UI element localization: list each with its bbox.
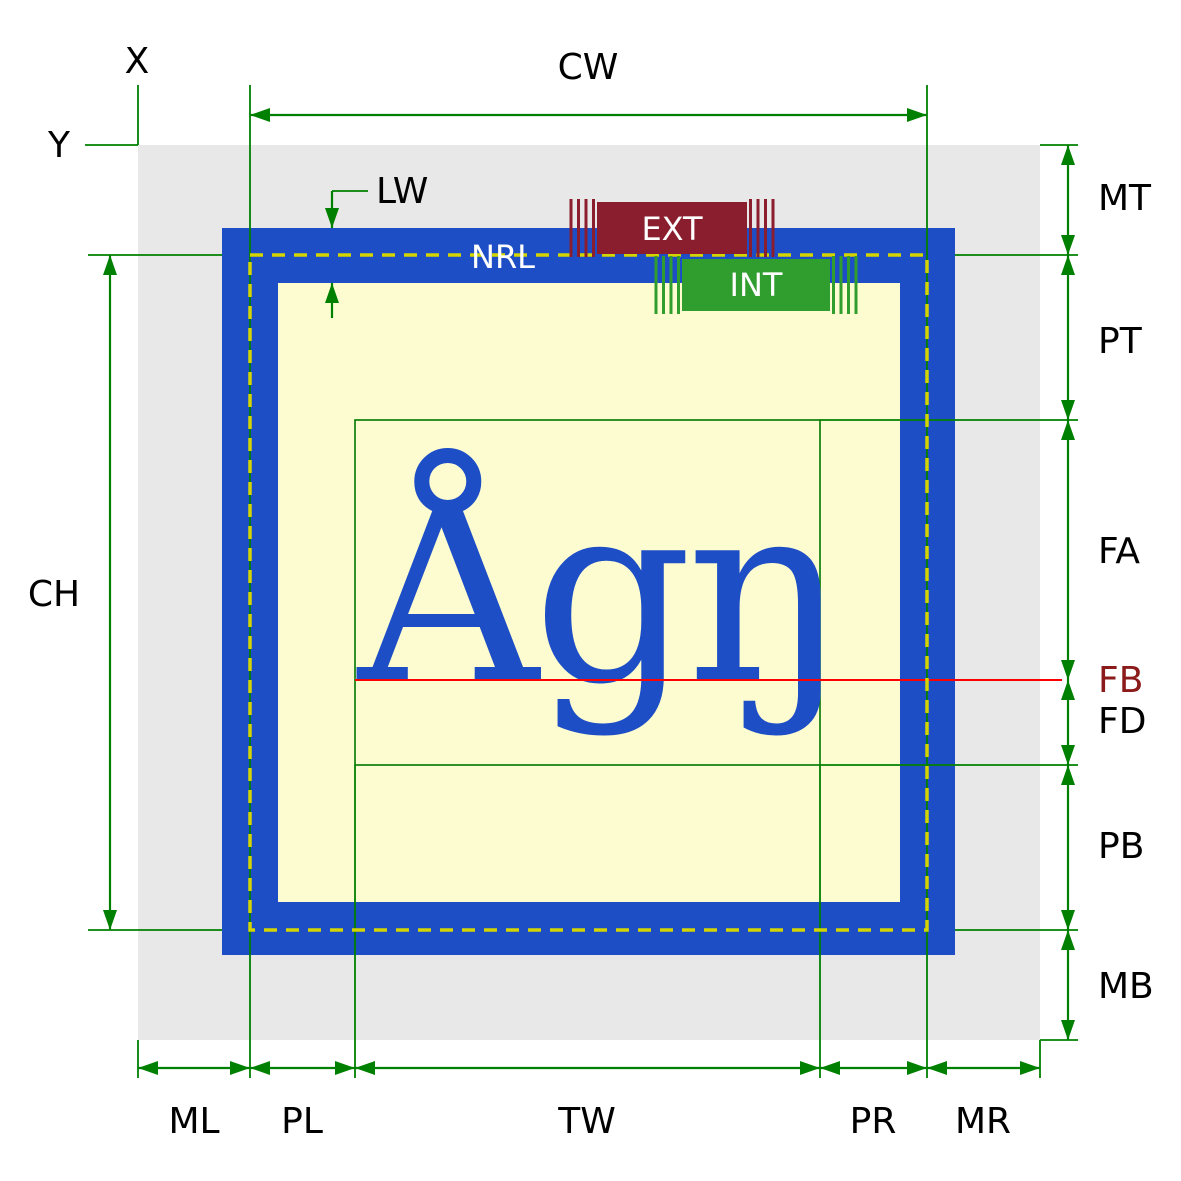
ext-hatch-left <box>569 199 595 257</box>
sample-glyphs: Ågŋ <box>356 448 842 739</box>
int-hatch-right <box>832 256 858 314</box>
label-y: Y <box>47 125 71 166</box>
int-box <box>682 259 830 311</box>
label-ml: ML <box>168 1101 219 1142</box>
label-lw: LW <box>376 171 428 212</box>
int-hatch-left <box>654 256 680 314</box>
nrl-dashed-outline <box>248 253 929 932</box>
dimension-lines <box>103 108 1075 1075</box>
int-badge: INT <box>654 256 858 314</box>
label-pl: PL <box>281 1101 323 1142</box>
label-tw: TW <box>557 1101 616 1142</box>
label-ch: CH <box>28 574 80 615</box>
ext-box <box>597 202 747 254</box>
label-pr: PR <box>850 1101 897 1142</box>
ext-hatch-right <box>749 199 775 257</box>
dimension-labels: X Y CW CH LW MT PT FA FB FD PB MB ML PL … <box>28 41 1154 1142</box>
label-mb: MB <box>1098 966 1154 1007</box>
int-label: INT <box>730 266 783 304</box>
label-mr: MR <box>955 1101 1011 1142</box>
label-fa: FA <box>1098 531 1140 572</box>
ext-badge: EXT <box>569 199 775 257</box>
label-fd: FD <box>1098 701 1146 742</box>
padding-box <box>278 283 900 902</box>
label-fb: FB <box>1098 660 1143 701</box>
label-cw: CW <box>558 47 619 88</box>
ext-label: EXT <box>641 210 703 248</box>
nrl-label: NRL <box>471 238 535 276</box>
label-mt: MT <box>1098 178 1152 219</box>
label-pt: PT <box>1098 321 1143 362</box>
label-x: X <box>125 41 150 82</box>
text-area-outline <box>354 419 821 766</box>
label-pb: PB <box>1098 826 1144 867</box>
